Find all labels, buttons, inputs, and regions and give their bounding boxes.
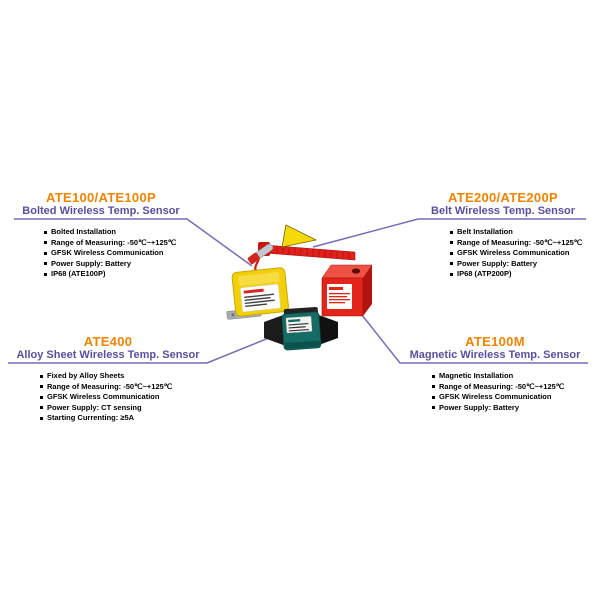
alloy-sensor-body [281,311,322,351]
feature-text: Range of Measuring: -50℃~+125℃ [47,381,173,391]
bullet-icon [40,374,43,378]
feature-text: Power Supply: Battery [51,258,132,268]
bullet-icon [432,395,435,399]
feature-item: Magnetic Installation [432,371,590,382]
bullet-icon [44,272,47,276]
sensor-name-ate200: Belt Wireless Temp. Sensor [431,205,575,217]
bullet-icon [432,374,435,378]
feature-text: Power Supply: Battery [457,258,538,268]
feature-item: Power Supply: Battery [450,259,588,270]
feature-text: Range of Measuring: -50℃~+125℃ [439,381,565,391]
connector-line-ate100 [14,218,253,267]
feature-text: GFSK Wireless Communication [47,392,160,401]
box-side-face [363,265,372,316]
sensor-name-ate400: Alloy Sheet Wireless Temp. Sensor [16,349,200,361]
feature-item: GFSK Wireless Communication [40,392,208,403]
model-title-ate100m: ATE100M [465,334,525,349]
feature-item: Fixed by Alloy Sheets [40,371,208,382]
feature-text: Magnetic Installation [439,371,514,380]
connector-line-ate100m [357,309,588,364]
bullet-icon [432,406,435,410]
bullet-icon [40,406,43,410]
alloy-sheet-right [316,314,338,346]
bullet-icon [44,251,47,255]
feature-item: GFSK Wireless Communication [450,248,588,259]
bullet-icon [450,251,453,255]
feature-item: Range of Measuring: -50℃~+125℃ [432,382,590,393]
feature-item: Power Supply: CT sensing [40,403,208,414]
callout-ate400: ATE400 Alloy Sheet Wireless Temp. Sensor… [8,335,208,424]
feature-text: Range of Measuring: -50℃~+125℃ [51,237,177,247]
feature-item: GFSK Wireless Communication [44,248,188,259]
feature-text: GFSK Wireless Communication [439,392,552,401]
feature-text: IP68 (ATE100P) [51,269,106,278]
magnetic-sensor-image [321,264,373,317]
feature-item: Range of Measuring: -50℃~+125℃ [450,238,588,249]
bullet-icon [432,385,435,389]
feature-item: IP68 (ATP200P) [450,269,588,280]
temp-probe [247,243,274,265]
bullet-icon [450,230,453,234]
feature-text: Starting Currenting: ≥5A [47,413,135,422]
callout-ate200: ATE200/ATE200P Belt Wireless Temp. Senso… [418,191,588,280]
connector-line-ate400 [8,330,287,364]
feature-list-ate200: Belt Installation Range of Measuring: -5… [450,227,588,280]
alloy-sheet-sensor-image [264,306,338,351]
feature-text: Fixed by Alloy Sheets [47,371,125,380]
bullet-icon [450,262,453,266]
feature-item: Power Supply: Battery [44,259,188,270]
warning-triangle-tag [281,224,318,248]
feature-text: IP68 (ATP200P) [457,269,512,278]
callout-ate100m: ATE100M Magnetic Wireless Temp. Sensor M… [400,335,590,413]
bolted-sensor-body [231,267,289,317]
bullet-icon [44,262,47,266]
sensor-name-ate100m: Magnetic Wireless Temp. Sensor [409,349,581,361]
feature-text: GFSK Wireless Communication [457,248,570,257]
alloy-sheet-left [264,314,286,346]
model-title-ate100: ATE100/ATE100P [46,190,156,205]
feature-text: Belt Installation [457,227,513,236]
model-title-ate400: ATE400 [83,334,133,349]
feature-item: Starting Currenting: ≥5A [40,413,208,424]
feature-item: Range of Measuring: -50℃~+125℃ [40,382,208,393]
bolted-sensor-image [226,243,289,320]
bullet-icon [40,385,43,389]
feature-item: Bolted Installation [44,227,188,238]
bullet-icon [450,272,453,276]
box-top-hole [351,268,361,274]
feature-item: Power Supply: Battery [432,403,590,414]
callout-ate100: ATE100/ATE100P Bolted Wireless Temp. Sen… [14,191,188,280]
bullet-icon [40,395,43,399]
feature-item: IP68 (ATE100P) [44,269,188,280]
feature-list-ate100m: Magnetic Installation Range of Measuring… [432,371,590,413]
bullet-icon [44,241,47,245]
connector-line-ate200 [312,218,586,248]
feature-text: Bolted Installation [51,227,117,236]
feature-item: Belt Installation [450,227,588,238]
sensor-name-ate100: Bolted Wireless Temp. Sensor [22,205,180,217]
feature-item: GFSK Wireless Communication [432,392,590,403]
feature-list-ate400: Fixed by Alloy Sheets Range of Measuring… [40,371,208,424]
bullet-icon [450,241,453,245]
bullet-icon [44,230,47,234]
feature-text: Range of Measuring: -50℃~+125℃ [457,237,583,247]
feature-text: Power Supply: Battery [439,402,520,412]
feature-text: GFSK Wireless Communication [51,248,164,257]
feature-text: Power Supply: CT sensing [47,402,142,412]
bullet-icon [40,416,43,420]
feature-list-ate100: Bolted Installation Range of Measuring: … [44,227,188,280]
feature-item: Range of Measuring: -50℃~+125℃ [44,238,188,249]
model-title-ate200: ATE200/ATE200P [448,190,558,205]
